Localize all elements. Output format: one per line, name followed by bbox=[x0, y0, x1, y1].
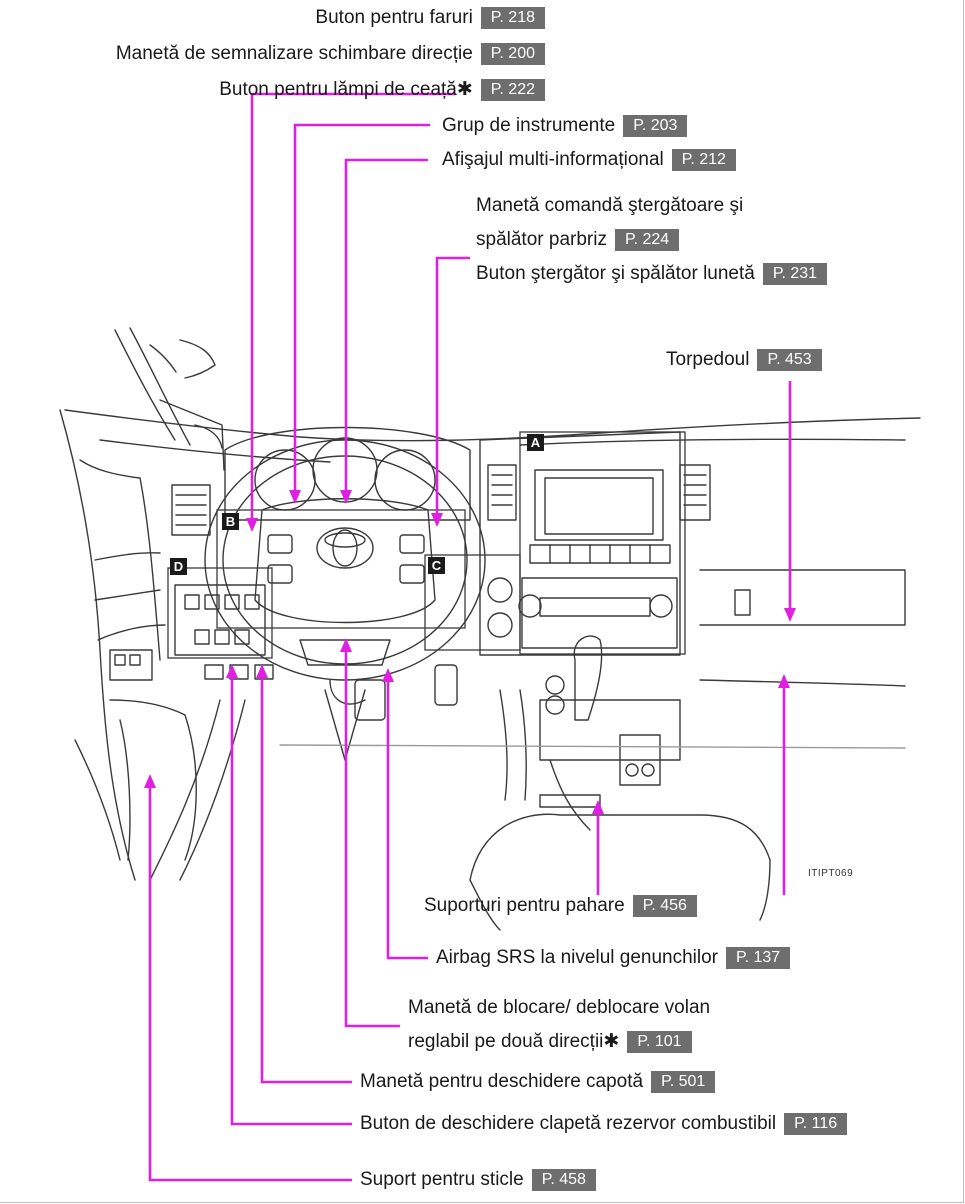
arrow-glovebox bbox=[784, 608, 796, 622]
arrow-instrument-cluster bbox=[289, 490, 301, 504]
callout-rear-wiper-page[interactable]: P. 231 bbox=[762, 263, 828, 285]
area-outlines bbox=[167, 431, 686, 659]
callout-rear-wiper: Buton ştergător şi spălător lunetă P. 231 bbox=[476, 262, 828, 286]
area-a-outline bbox=[519, 431, 686, 655]
dashboard-outline bbox=[59, 327, 921, 931]
area-tag-a: A bbox=[527, 434, 544, 451]
callout-cup-holders-text: Suporturi pentru pahare bbox=[424, 895, 625, 916]
arrow-hood bbox=[256, 664, 268, 678]
leader-arrowheads bbox=[144, 490, 796, 814]
leader-knee-airbag bbox=[386, 680, 428, 960]
leader-bottle-holder bbox=[148, 786, 352, 1182]
callout-multi-info-page[interactable]: P. 212 bbox=[671, 149, 736, 171]
callout-headlights: Buton pentru faruri P. 218 bbox=[315, 6, 545, 30]
arrow-knee-airbag bbox=[382, 668, 394, 682]
callout-knee-airbag-page[interactable]: P. 137 bbox=[726, 947, 791, 969]
callout-fuel-door-page[interactable]: P. 116 bbox=[784, 1113, 848, 1135]
leader-fuel-door bbox=[230, 676, 352, 1126]
callout-glovebox-page[interactable]: P. 453 bbox=[757, 349, 822, 371]
arrow-bottle-holder bbox=[144, 774, 156, 788]
callout-wiper-text: spălător parbriz bbox=[476, 229, 607, 250]
figure-code: ITIPT069 bbox=[808, 868, 854, 879]
callout-fog-lights: Buton pentru lămpi de ceață✱ P. 222 bbox=[219, 78, 545, 102]
callout-tilt-lever-text: reglabil pe două direcții✱ bbox=[408, 1031, 620, 1052]
callout-hood: Manetă pentru deschidere capotă P. 501 bbox=[360, 1070, 716, 1094]
callout-bottle-holder-text: Suport pentru sticle bbox=[360, 1169, 524, 1190]
callout-fog-lights-page[interactable]: P. 222 bbox=[480, 79, 545, 101]
callout-tilt-lever: reglabil pe două direcții✱ P. 101 bbox=[408, 1030, 692, 1054]
callout-instrument-cluster-text: Grup de instrumente bbox=[442, 115, 616, 136]
callout-headlights-page[interactable]: P. 218 bbox=[480, 7, 545, 29]
leader-lines bbox=[148, 92, 792, 1182]
callout-glovebox-text: Torpedoul bbox=[666, 349, 750, 370]
callout-multi-info: Afişajul multi-informațional P. 212 bbox=[442, 148, 736, 172]
leader-wiper bbox=[435, 256, 470, 515]
area-tag-b: B bbox=[222, 513, 239, 530]
callout-bottle-holder-page[interactable]: P. 458 bbox=[531, 1169, 596, 1191]
callout-knee-airbag-text: Airbag SRS la nivelul genunchilor bbox=[436, 947, 718, 968]
arrow-knee-airbag-right bbox=[778, 674, 790, 688]
callout-instrument-cluster-page[interactable]: P. 203 bbox=[623, 115, 688, 137]
callout-rear-wiper-text: Buton ştergător şi spălător lunetă bbox=[476, 263, 755, 284]
callout-fog-lights-text: Buton pentru lămpi de ceață✱ bbox=[219, 79, 473, 100]
callout-wiper: spălător parbriz P. 224 bbox=[476, 228, 680, 252]
leader-tilt-lever bbox=[344, 650, 400, 1028]
area-tag-c: C bbox=[428, 557, 445, 574]
callout-cup-holders-page[interactable]: P. 456 bbox=[632, 895, 697, 917]
callout-fuel-door-text: Buton de deschidere clapetă rezervor com… bbox=[360, 1113, 777, 1134]
arrow-wiper bbox=[431, 513, 443, 527]
arrow-multi-info bbox=[340, 490, 352, 504]
arrow-fuel-door bbox=[226, 664, 238, 678]
arrow-fog-lights bbox=[246, 518, 258, 532]
arrow-cup-holders bbox=[592, 800, 604, 814]
area-b-outline bbox=[216, 509, 466, 629]
callout-headlights-text: Buton pentru faruri bbox=[315, 7, 473, 28]
callout-wiper-page[interactable]: P. 224 bbox=[614, 229, 680, 251]
callout-turn-signal-page[interactable]: P. 200 bbox=[480, 43, 545, 65]
callout-hood-page[interactable]: P. 501 bbox=[651, 1071, 716, 1093]
arrow-tilt-lever bbox=[340, 638, 352, 652]
callout-hood-text: Manetă pentru deschidere capotă bbox=[360, 1071, 644, 1092]
callout-turn-signal: Manetă de semnalizare schimbare direcție… bbox=[116, 42, 545, 66]
callout-tilt-lever-page[interactable]: P. 101 bbox=[627, 1031, 692, 1053]
callout-knee-airbag: Airbag SRS la nivelul genunchilor P. 137 bbox=[436, 946, 791, 970]
callout-turn-signal-text: Manetă de semnalizare schimbare direcție bbox=[115, 43, 473, 64]
callout-bottle-holder: Suport pentru sticle P. 458 bbox=[360, 1168, 596, 1192]
leader-fog-lights bbox=[250, 92, 455, 520]
callout-wiper-line1: Manetă comandă ştergătoare şi bbox=[476, 195, 744, 216]
area-tag-d: D bbox=[170, 558, 187, 575]
callout-cup-holders: Suporturi pentru pahare P. 456 bbox=[424, 894, 697, 918]
leader-instrument-cluster bbox=[293, 123, 430, 492]
leader-multi-info bbox=[344, 158, 428, 492]
callout-glovebox: Torpedoul P. 453 bbox=[666, 348, 822, 372]
callout-fuel-door: Buton de deschidere clapetă rezervor com… bbox=[360, 1112, 848, 1136]
area-d-outline bbox=[167, 567, 273, 659]
leader-hood bbox=[260, 676, 352, 1084]
callout-multi-info-text: Afişajul multi-informațional bbox=[442, 149, 664, 170]
callout-instrument-cluster: Grup de instrumente P. 203 bbox=[442, 114, 688, 138]
callout-tilt-line1: Manetă de blocare/ deblocare volan bbox=[408, 997, 711, 1018]
